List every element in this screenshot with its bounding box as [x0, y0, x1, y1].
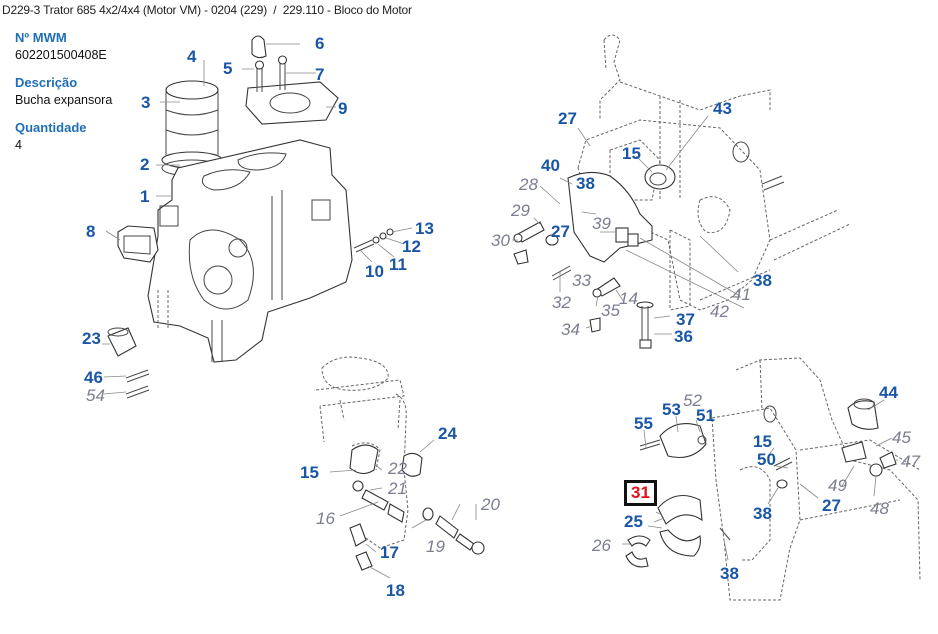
- callout-41[interactable]: 41: [732, 285, 751, 304]
- crankcase-drawing: [622, 357, 921, 601]
- callout-47[interactable]: 47: [901, 452, 920, 471]
- callout-36[interactable]: 36: [674, 327, 693, 346]
- callout-48[interactable]: 48: [870, 499, 889, 518]
- callout-50[interactable]: 50: [757, 450, 776, 469]
- callout-27-top[interactable]: 27: [558, 109, 577, 128]
- callout-37[interactable]: 37: [676, 310, 695, 329]
- callout-16[interactable]: 16: [316, 509, 335, 528]
- part-number-label: Nº MWM: [15, 30, 67, 45]
- callout-53[interactable]: 53: [662, 400, 681, 419]
- callout-35[interactable]: 35: [601, 301, 620, 320]
- callout-1[interactable]: 1: [140, 187, 150, 206]
- callout-2[interactable]: 2: [140, 155, 150, 174]
- callout-40[interactable]: 40: [541, 156, 560, 175]
- callout-15-right[interactable]: 15: [753, 432, 772, 451]
- callout-24[interactable]: 24: [438, 424, 457, 443]
- callout-31-selected[interactable]: 31: [624, 480, 657, 506]
- callout-32[interactable]: 32: [552, 293, 571, 312]
- callout-38-right-mid[interactable]: 38: [753, 504, 772, 523]
- callout-44[interactable]: 44: [879, 383, 898, 402]
- callout-27-right[interactable]: 27: [822, 496, 841, 515]
- callout-7[interactable]: 7: [315, 65, 325, 84]
- engine-block-drawing: [102, 35, 413, 399]
- callout-25[interactable]: 25: [624, 512, 643, 531]
- description-label: Descrição: [15, 75, 78, 90]
- description-value: Bucha expansora: [15, 93, 113, 107]
- callout-46[interactable]: 46: [84, 368, 103, 387]
- callout-34[interactable]: 34: [561, 320, 580, 339]
- callout-52[interactable]: 52: [683, 391, 702, 410]
- callout-4[interactable]: 4: [187, 47, 197, 66]
- callout-15-mid[interactable]: 15: [300, 463, 319, 482]
- callout-42[interactable]: 42: [710, 302, 729, 321]
- gear-housing-drawing: [512, 34, 851, 349]
- quantity-label: Quantidade: [15, 120, 87, 135]
- callout-30[interactable]: 30: [491, 231, 510, 250]
- oil-fittings-drawing: [315, 356, 485, 579]
- callout-38-bottom[interactable]: 38: [720, 564, 739, 583]
- breadcrumb-model[interactable]: D229-3 Trator 685 4x2/4x4 (Motor VM) - 0…: [2, 3, 267, 17]
- callout-55[interactable]: 55: [634, 414, 653, 433]
- callout-29[interactable]: 29: [511, 201, 530, 220]
- callout-51[interactable]: 51: [696, 406, 715, 425]
- callout-17[interactable]: 17: [380, 543, 399, 562]
- callout-6[interactable]: 6: [315, 34, 325, 53]
- callout-9[interactable]: 9: [338, 99, 348, 118]
- callout-20[interactable]: 20: [481, 495, 500, 514]
- callout-8[interactable]: 8: [86, 222, 96, 241]
- callout-19[interactable]: 19: [426, 537, 445, 556]
- callout-33[interactable]: 33: [572, 271, 591, 290]
- quantity-value: 4: [15, 138, 22, 152]
- callout-21[interactable]: 21: [388, 479, 407, 498]
- callout-38-top[interactable]: 38: [576, 174, 595, 193]
- callout-22[interactable]: 22: [388, 459, 407, 478]
- breadcrumb-separator: /: [273, 3, 277, 17]
- part-info-panel: Nº MWM 602201500408E Descrição Bucha exp…: [15, 30, 145, 165]
- callout-3[interactable]: 3: [141, 93, 151, 112]
- callout-26[interactable]: 26: [592, 536, 611, 555]
- callout-14[interactable]: 14: [619, 289, 638, 308]
- callout-12[interactable]: 12: [402, 237, 421, 256]
- callout-39[interactable]: 39: [592, 214, 611, 233]
- callout-54[interactable]: 54: [86, 386, 105, 405]
- breadcrumb-section[interactable]: 229.110 - Bloco do Motor: [282, 3, 412, 17]
- callout-45[interactable]: 45: [892, 428, 911, 447]
- callout-38-right[interactable]: 38: [753, 271, 772, 290]
- callout-11[interactable]: 11: [389, 255, 407, 274]
- callout-28[interactable]: 28: [519, 175, 538, 194]
- callout-13[interactable]: 13: [415, 219, 434, 238]
- callout-23[interactable]: 23: [82, 329, 101, 348]
- callout-10[interactable]: 10: [365, 262, 384, 281]
- breadcrumb: D229-3 Trator 685 4x2/4x4 (Motor VM) - 0…: [2, 3, 412, 17]
- callout-49[interactable]: 49: [828, 476, 847, 495]
- callout-27-mid[interactable]: 27: [551, 222, 570, 241]
- callout-43[interactable]: 43: [713, 99, 732, 118]
- callout-5[interactable]: 5: [223, 59, 233, 78]
- callout-18[interactable]: 18: [386, 581, 405, 600]
- callout-15-top[interactable]: 15: [622, 144, 641, 163]
- part-number-value: 602201500408E: [15, 48, 107, 62]
